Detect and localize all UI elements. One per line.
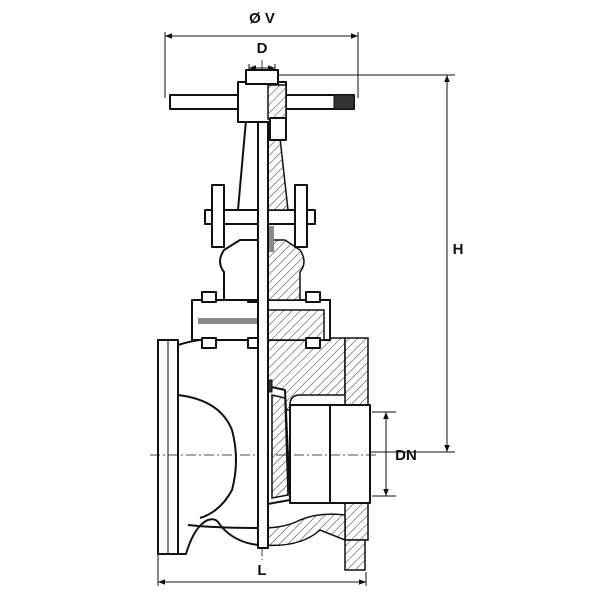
label-stem-diameter: D [257,40,268,57]
label-handwheel-diameter: Ø V [249,10,275,27]
gland-stud [211,184,225,248]
label-nominal-diameter: DN [395,447,417,464]
dimension-dn [372,411,396,497]
handwheel [169,69,355,141]
bolt-nut [305,291,321,303]
right-flange-foot [344,539,366,571]
bolt-nut [201,337,217,349]
valve-body-right-section [261,337,371,571]
body-shell-left [177,337,263,555]
bolt-nut [201,291,217,303]
bolt-nut [305,337,321,349]
valve-body-left [157,337,263,555]
right-flange-lower [344,499,369,541]
stem-nut [245,69,279,85]
label-length: L [257,562,266,579]
gland-stud [294,184,308,248]
dimension-v [164,32,359,98]
label-height: H [453,241,464,258]
bonnet [204,184,316,301]
stem [257,77,269,549]
right-flange-upper [344,337,369,411]
